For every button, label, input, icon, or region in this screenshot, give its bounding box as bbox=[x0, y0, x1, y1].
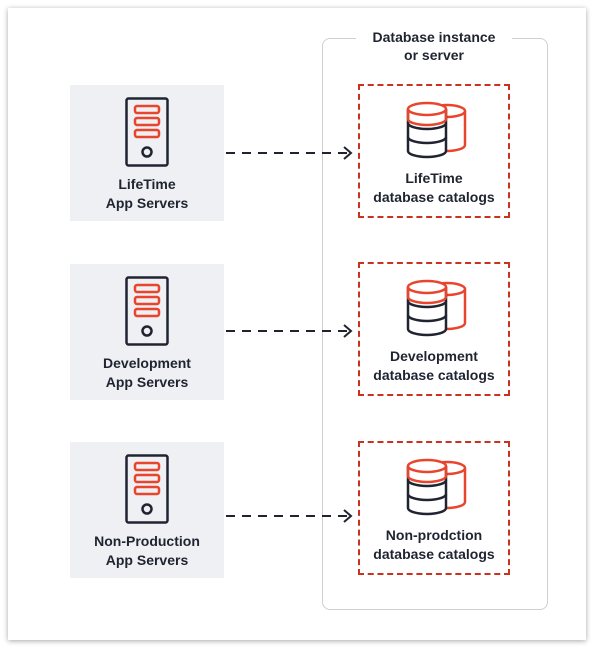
server-box-lifetime: LifeTime App Servers bbox=[70, 85, 224, 221]
catalog-box-non-production: Non-prodction database catalogs bbox=[358, 441, 510, 575]
server-icon bbox=[125, 276, 169, 346]
server-icon bbox=[125, 97, 169, 167]
catalog-box-development: Development database catalogs bbox=[358, 262, 510, 396]
server-label: Non-Production App Servers bbox=[94, 533, 200, 568]
server-box-non-production: Non-Production App Servers bbox=[70, 442, 224, 578]
dashed-arrow bbox=[226, 324, 353, 338]
dashed-arrow bbox=[226, 146, 353, 160]
database-icon bbox=[406, 458, 467, 516]
database-icon bbox=[406, 101, 467, 159]
catalog-box-lifetime: LifeTime database catalogs bbox=[358, 84, 510, 218]
server-label: Development App Servers bbox=[103, 355, 191, 390]
server-label: LifeTime App Servers bbox=[105, 176, 189, 211]
database-icon bbox=[406, 279, 467, 337]
catalog-label: LifeTime database catalogs bbox=[373, 170, 495, 205]
catalog-label: Development database catalogs bbox=[373, 348, 495, 383]
container-title: Database instance or server bbox=[356, 28, 512, 64]
dashed-arrow bbox=[226, 509, 353, 523]
server-icon bbox=[125, 454, 169, 524]
catalog-label: Non-prodction database catalogs bbox=[373, 527, 495, 562]
server-box-development: Development App Servers bbox=[70, 264, 224, 400]
